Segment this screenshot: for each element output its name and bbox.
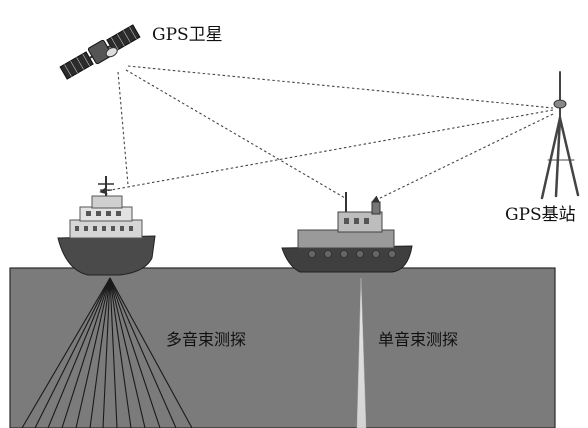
gps-base-station-label: GPS基站 — [505, 205, 576, 225]
gps-signal-lines — [117, 65, 554, 199]
singlebeam-label: 单音束测探 — [378, 330, 459, 349]
gps-satellite-label: GPS卫星 — [152, 25, 223, 45]
correction-signal-lines — [99, 109, 554, 203]
signal-sat-to-ship2 — [125, 69, 346, 199]
gps-base-station-icon — [540, 71, 580, 200]
signal-base-to-ship1 — [99, 109, 554, 195]
singlebeam-ray — [356, 277, 367, 428]
signal-sat-to-ship1 — [117, 71, 129, 186]
water-body — [9, 267, 556, 428]
signal-sat-to-base — [127, 65, 554, 109]
signal-base-to-ship2 — [371, 113, 554, 203]
multibeam-label: 多音束测探 — [166, 330, 247, 349]
multibeam-ship-icon — [57, 176, 156, 276]
multibeam-rays — [21, 277, 193, 428]
gps-satellite-icon — [59, 24, 141, 80]
singlebeam-ship-icon — [281, 192, 413, 273]
